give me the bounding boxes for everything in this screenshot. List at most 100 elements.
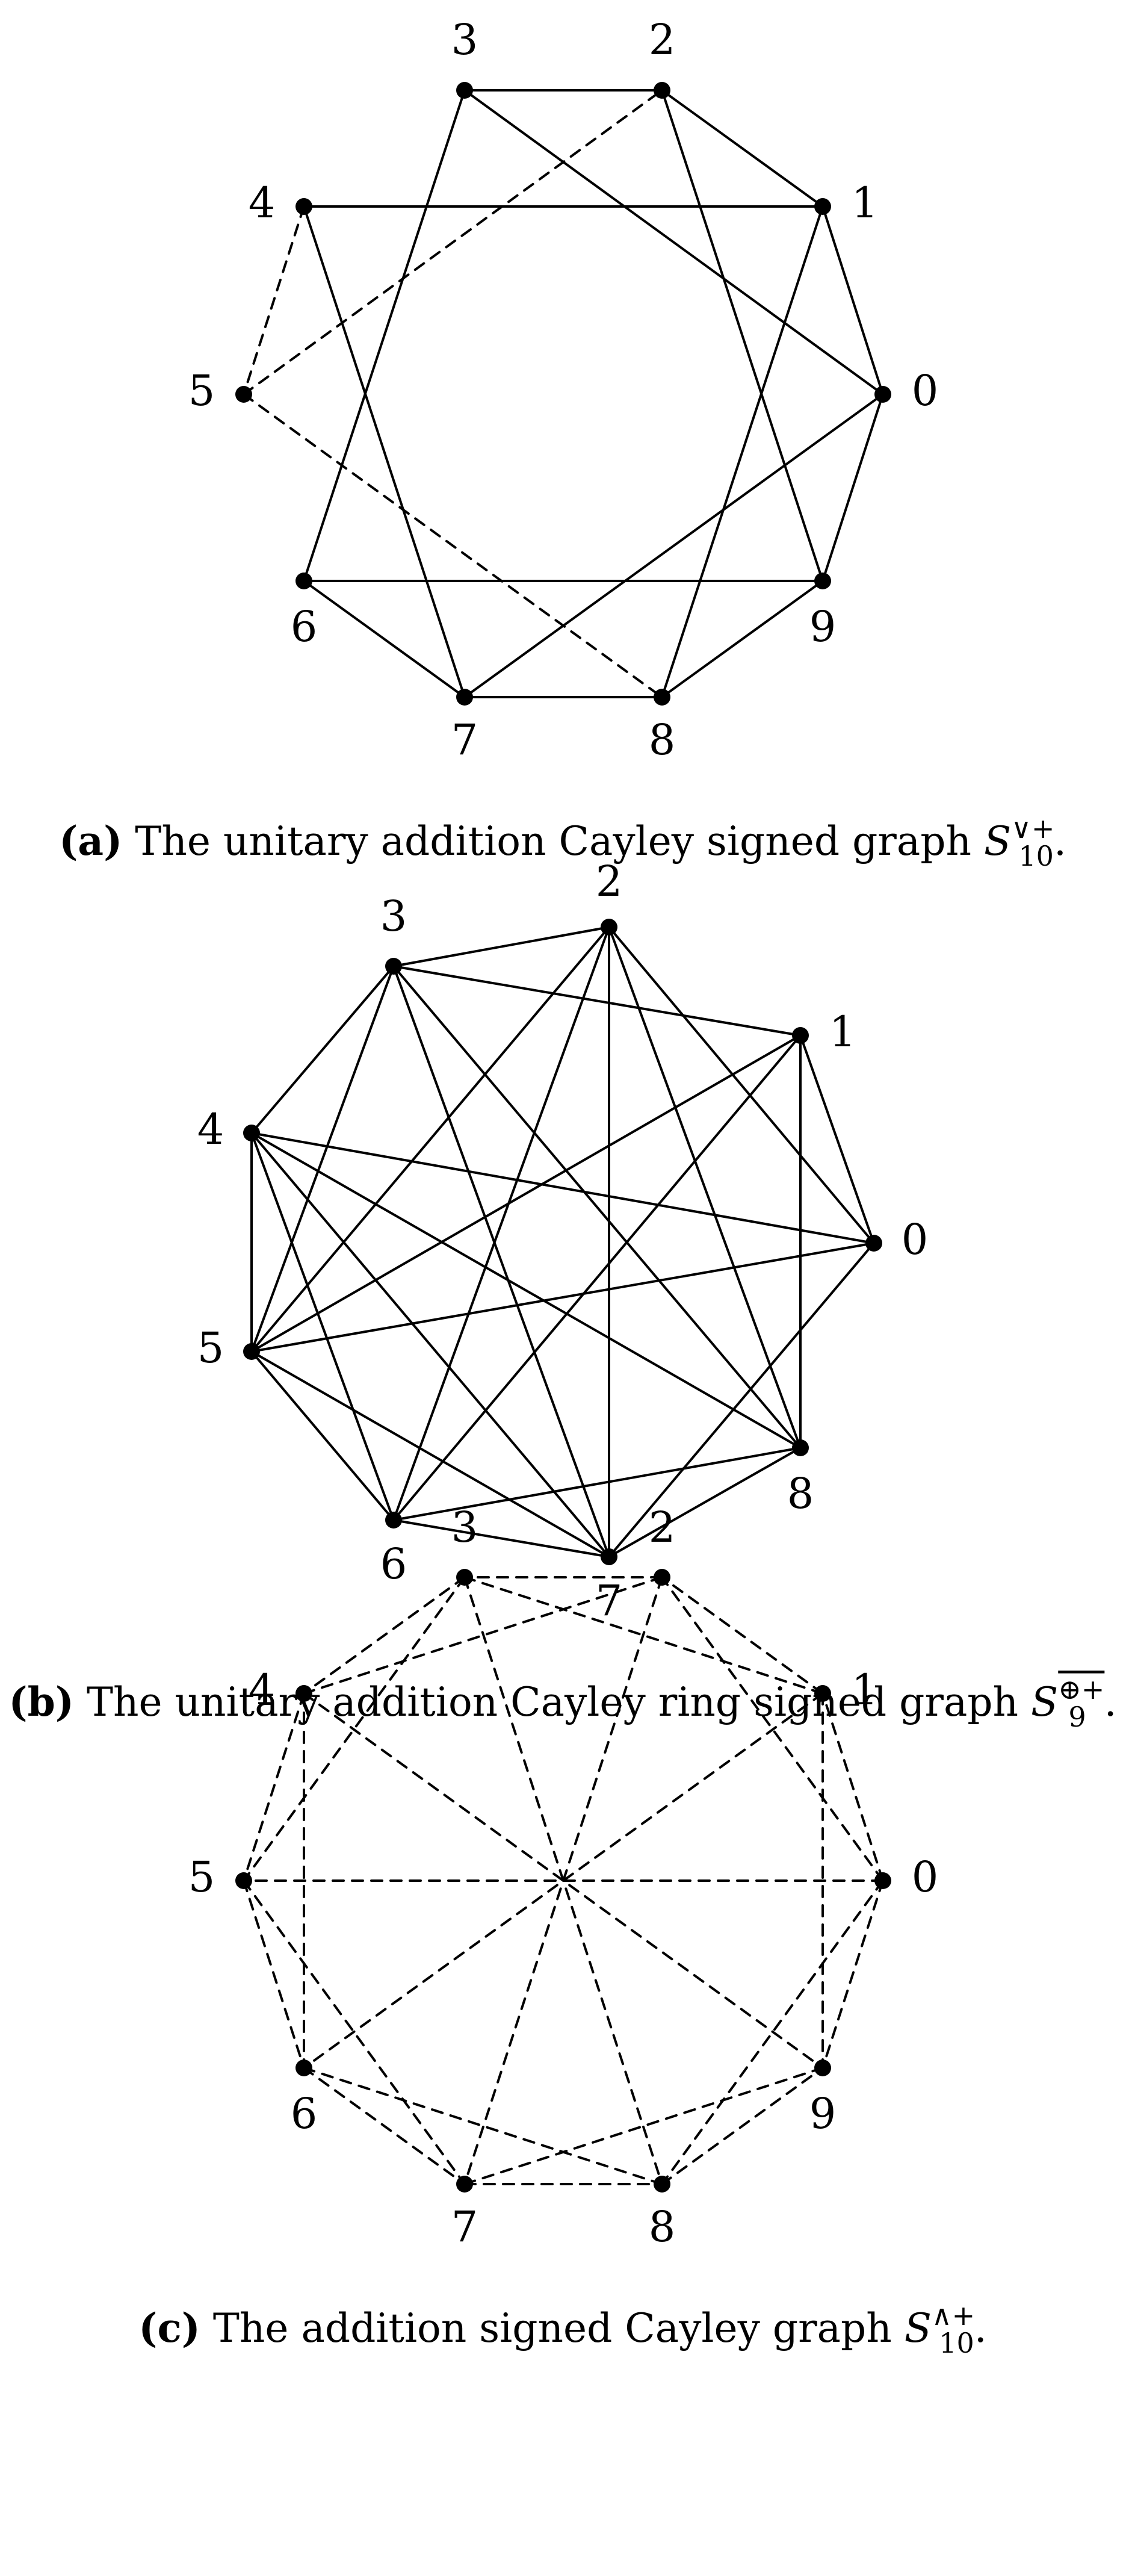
edge-b-4-7 xyxy=(250,1132,610,1558)
edge-c-0-9 xyxy=(821,1879,884,2069)
edge-b-2-5 xyxy=(250,926,610,1353)
edge-b-0-4 xyxy=(250,1132,875,1244)
edge-a-5-2 xyxy=(243,89,663,396)
node-label-a-8: 8 xyxy=(649,715,676,765)
node-label-c-8: 8 xyxy=(649,2202,676,2252)
node-a-4 xyxy=(295,198,312,215)
edge-c-6-7 xyxy=(303,2067,466,2185)
caption-c: (c) The addition signed Cayley graph S∧+… xyxy=(138,2299,986,2359)
edge-b-3-8 xyxy=(392,965,802,1449)
edge-a-2-9 xyxy=(661,89,824,582)
node-label-c-3: 3 xyxy=(451,1503,478,1552)
edge-b-0-2 xyxy=(608,926,875,1244)
diagram-a-edges xyxy=(243,89,884,698)
edge-c-3-4 xyxy=(303,1576,466,1695)
node-label-a-5: 5 xyxy=(188,366,215,415)
node-label-c-5: 5 xyxy=(188,1852,215,1902)
diagram-c-edges xyxy=(243,1576,884,2185)
node-label-a-9: 9 xyxy=(809,602,837,651)
node-label-c-4: 4 xyxy=(249,1665,276,1715)
node-label-a-4: 4 xyxy=(249,178,276,228)
edge-c-2-4 xyxy=(303,1576,663,1695)
caption-b-tag: (b) xyxy=(8,1678,74,1725)
edge-a-8-9 xyxy=(661,580,824,698)
edge-a-3-6 xyxy=(303,89,466,582)
edge-b-3-4 xyxy=(250,965,395,1134)
edge-b-2-8 xyxy=(608,926,802,1449)
edge-b-5-6 xyxy=(250,1350,395,1521)
caption-c-symbol: S xyxy=(905,2305,932,2351)
edge-b-0-5 xyxy=(250,1242,875,1353)
node-b-8 xyxy=(792,1439,809,1456)
edge-a-4-5 xyxy=(243,205,305,396)
caption-a-sup: ∨+ xyxy=(1011,812,1054,845)
node-label-b-7: 7 xyxy=(596,1576,623,1625)
edge-c-3-5 xyxy=(243,1576,466,1882)
node-label-b-8: 8 xyxy=(787,1469,814,1518)
node-label-b-4: 4 xyxy=(197,1105,224,1154)
edge-b-6-8 xyxy=(392,1447,802,1521)
edge-c-4-9 xyxy=(303,1692,824,2069)
edge-c-0-8 xyxy=(661,1879,884,2185)
edge-b-3-7 xyxy=(392,965,610,1558)
node-c-2 xyxy=(654,1569,670,1586)
edge-b-0-7 xyxy=(608,1242,875,1558)
edge-c-6-8 xyxy=(303,2067,663,2185)
node-label-c-6: 6 xyxy=(291,2089,318,2138)
edge-b-2-3 xyxy=(392,926,610,967)
edge-b-4-8 xyxy=(250,1132,802,1449)
caption-b-symbol: S xyxy=(1031,1679,1058,1725)
edge-c-4-5 xyxy=(243,1692,305,1882)
node-a-5 xyxy=(235,386,252,403)
node-a-7 xyxy=(456,689,473,706)
node-label-b-5: 5 xyxy=(197,1323,224,1373)
node-label-c-9: 9 xyxy=(809,2089,837,2138)
node-a-0 xyxy=(874,386,891,403)
node-label-c-2: 2 xyxy=(649,1503,676,1552)
node-b-0 xyxy=(865,1235,882,1252)
edge-a-0-1 xyxy=(821,205,884,396)
edge-b-0-1 xyxy=(799,1034,875,1244)
caption-a-tag: (a) xyxy=(59,818,122,864)
diagram-a-nodes xyxy=(235,82,891,706)
node-b-1 xyxy=(792,1027,809,1044)
edge-b-1-6 xyxy=(392,1034,802,1521)
edge-c-0-1 xyxy=(821,1692,884,1882)
edge-b-4-6 xyxy=(250,1132,395,1521)
node-label-a-2: 2 xyxy=(649,15,676,64)
node-label-a-1: 1 xyxy=(852,178,879,228)
node-a-9 xyxy=(814,573,831,589)
caption-c-tag: (c) xyxy=(138,2304,200,2351)
node-a-1 xyxy=(814,198,831,215)
node-a-6 xyxy=(295,573,312,589)
node-b-7 xyxy=(601,1548,617,1565)
node-a-8 xyxy=(654,689,670,706)
node-a-3 xyxy=(456,82,473,99)
edge-c-5-6 xyxy=(243,1879,305,2069)
edge-b-1-5 xyxy=(250,1034,802,1353)
node-label-b-1: 1 xyxy=(829,1007,856,1057)
caption-b-sub: 9 xyxy=(1068,1701,1086,1733)
edge-a-0-9 xyxy=(821,393,884,582)
edge-c-8-9 xyxy=(661,2067,824,2185)
node-c-9 xyxy=(814,2059,831,2076)
node-c-6 xyxy=(295,2059,312,2076)
caption-c-text: The addition signed Cayley graph xyxy=(200,2305,905,2351)
edge-b-7-8 xyxy=(608,1447,802,1558)
edge-c-7-9 xyxy=(463,2067,824,2185)
node-b-2 xyxy=(601,919,617,936)
edge-b-6-7 xyxy=(392,1519,610,1558)
edge-a-5-8 xyxy=(243,393,663,698)
node-b-4 xyxy=(243,1125,260,1141)
node-c-3 xyxy=(456,1569,473,1586)
node-label-a-7: 7 xyxy=(451,715,478,765)
caption-a-sub: 10 xyxy=(1018,840,1054,872)
edge-a-1-8 xyxy=(661,205,824,698)
caption-c-sup: ∧+ xyxy=(932,2299,975,2332)
caption-b-end: . xyxy=(1104,1679,1117,1725)
node-label-a-0: 0 xyxy=(912,366,939,415)
